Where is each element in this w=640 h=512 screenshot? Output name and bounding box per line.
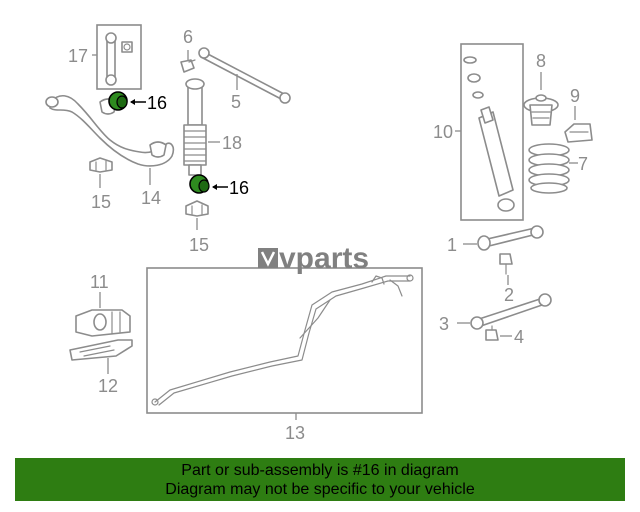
callout-8: 8: [536, 51, 546, 71]
callout-1: 1: [447, 235, 457, 255]
part-1-upper-control-arm[interactable]: [477, 225, 544, 251]
callout-18: 18: [222, 133, 242, 153]
part-4-bolt[interactable]: [485, 325, 499, 341]
part-6-bolt[interactable]: [180, 59, 196, 73]
part-12-bracket[interactable]: [69, 339, 133, 361]
part-9-spring-insulator[interactable]: [564, 123, 593, 143]
part-11-sensor-module[interactable]: [75, 309, 131, 337]
part-10-shock-assembly[interactable]: [460, 43, 524, 221]
part-17-stabilizer-link[interactable]: [96, 24, 142, 90]
callout-14: 14: [141, 188, 161, 208]
notice-line-1: Part or sub-assembly is #16 in diagram: [181, 462, 459, 479]
callout-11: 11: [90, 272, 109, 292]
callout-2: 2: [504, 285, 514, 305]
part-7-coil-spring[interactable]: [528, 143, 570, 194]
part-5-lateral-rod[interactable]: [198, 47, 291, 104]
part-14-stabilizer-bar[interactable]: [45, 95, 175, 167]
callout-12: 12: [98, 376, 118, 396]
parts-diagram: 17 14 15 16 6 5 1: [45, 24, 593, 443]
callout-4: 4: [514, 327, 524, 347]
callout-16-lower: 16: [229, 178, 249, 198]
part-15-bushing-bracket-center[interactable]: [185, 200, 209, 217]
callout-3: 3: [439, 314, 449, 334]
notice-banner: Part or sub-assembly is #16 in diagram D…: [15, 458, 625, 501]
part-15-bushing-bracket-left[interactable]: [89, 157, 113, 173]
callout-13: 13: [285, 423, 305, 443]
callout-7: 7: [578, 154, 588, 174]
part-18-shock-absorber[interactable]: [183, 78, 207, 176]
callout-15-center: 15: [189, 235, 209, 255]
notice-line-2: Diagram may not be specific to your vehi…: [165, 481, 475, 498]
callout-5: 5: [231, 92, 241, 112]
part-16-bushing-upper[interactable]: [108, 91, 128, 111]
part-13-brake-line-assembly[interactable]: [146, 267, 423, 414]
callout-16-upper: 16: [147, 93, 167, 113]
watermark-text: vparts: [279, 242, 369, 275]
vparts-logo: vparts: [258, 242, 369, 275]
callout-10: 10: [433, 122, 453, 142]
callout-9: 9: [570, 86, 580, 106]
callout-15-left: 15: [91, 192, 111, 212]
callout-6: 6: [183, 27, 193, 47]
part-3-lower-control-arm[interactable]: [470, 293, 552, 330]
part-16-bushing-lower[interactable]: [189, 174, 210, 194]
part-8-bump-stop[interactable]: [523, 94, 559, 126]
part-2-bolt[interactable]: [499, 253, 513, 275]
callout-17: 17: [68, 46, 88, 66]
